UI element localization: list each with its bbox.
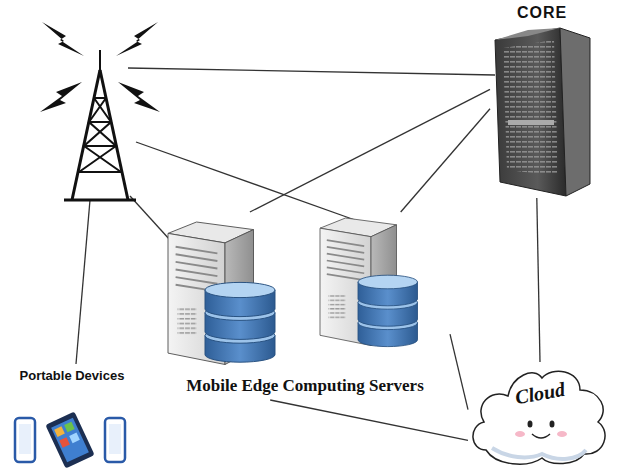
tablet-screen (51, 418, 89, 463)
link-line (270, 400, 468, 440)
cloud-shading (492, 448, 586, 459)
phone-screen (109, 424, 121, 454)
group-label: Portable Devices (20, 368, 125, 383)
app-tile (54, 426, 65, 437)
radio-waves (40, 22, 160, 112)
cloud-eye (528, 421, 533, 428)
tower-server-link (136, 142, 355, 220)
cloud-eye (550, 421, 555, 428)
core-vents (503, 40, 558, 176)
tower-links (76, 68, 495, 364)
tablet-icon (45, 411, 94, 468)
cloud-outline (468, 362, 612, 468)
lightning-bolt (42, 22, 84, 56)
tower-device-link (76, 200, 90, 364)
lightning-bolt (118, 82, 160, 112)
database (358, 275, 418, 346)
edge-server-group: Mobile Edge Computing Servers (160, 212, 450, 400)
core-drive (508, 120, 554, 125)
portable-devices-picture (15, 411, 125, 468)
database (205, 282, 275, 362)
cloud-smile (532, 434, 550, 438)
app-tile (64, 422, 75, 433)
group-label: Mobile Edge Computing Servers (186, 376, 424, 396)
phone-icon (15, 418, 35, 462)
tower-lattice (79, 98, 121, 172)
link-line (450, 334, 468, 410)
phone-icon (105, 418, 125, 462)
core-server-picture (495, 28, 590, 196)
radio-tower (64, 50, 136, 200)
link-line (537, 198, 540, 362)
core-server: CORE (490, 4, 594, 198)
cloud-shape: Cloud (468, 362, 612, 468)
cloud-body (473, 371, 605, 464)
tower-server-link (130, 196, 170, 240)
core-top (495, 28, 560, 40)
tablet-frame (45, 411, 94, 468)
lightning-bolt (40, 82, 82, 112)
cloud-cheek (557, 431, 567, 437)
tower-core-link (128, 68, 495, 75)
app-tile (69, 433, 80, 444)
node-heading: CORE (517, 4, 567, 22)
cloud-cheek (515, 431, 525, 437)
lightning-bolt (116, 22, 158, 56)
app-tile (59, 437, 70, 448)
link-line (250, 89, 490, 212)
core-side (560, 28, 590, 196)
tower-antenna (99, 50, 101, 72)
core-front (495, 28, 566, 196)
phone-screen (19, 424, 31, 454)
link-line (401, 109, 490, 212)
device-group: Portable Devices (4, 368, 140, 468)
tower-base (64, 199, 136, 202)
